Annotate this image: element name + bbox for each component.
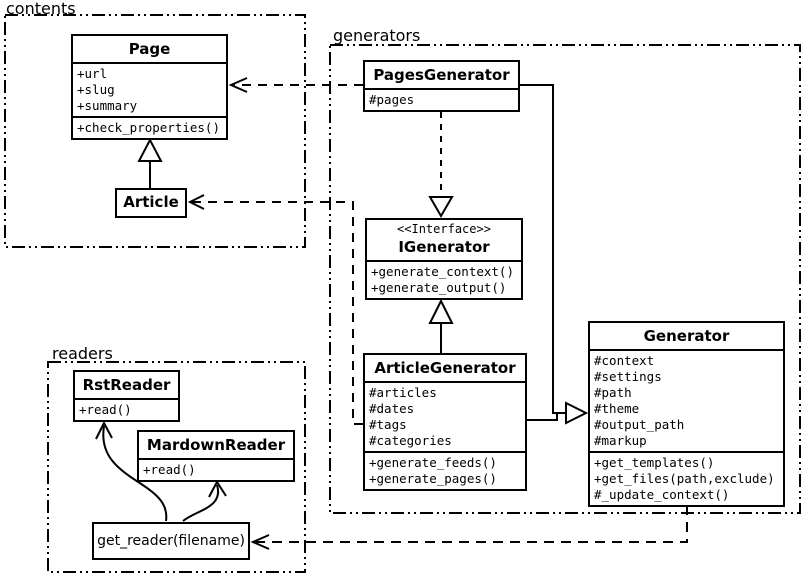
class-markdownreader-methods: +read() (139, 458, 293, 480)
class-generator-attributes: #context #settings #path #theme #output_… (590, 349, 783, 451)
class-page-attributes: +url +slug +summary (73, 62, 226, 116)
class-generator: Generator #context #settings #path #them… (588, 321, 785, 507)
method: +generate_output() (371, 280, 507, 295)
method: +check_properties() (77, 120, 220, 135)
attribute: #theme (594, 401, 640, 416)
class-igenerator-methods: +generate_context() +generate_output() (367, 260, 521, 298)
package-contents-label: contents (6, 0, 76, 18)
class-articlegenerator-title: ArticleGenerator (374, 359, 516, 377)
class-igenerator-title: IGenerator (398, 238, 490, 256)
class-igenerator-header: <<Interface>> IGenerator (367, 220, 521, 260)
edge-article-page (137, 137, 163, 189)
package-contents-border (4, 14, 306, 248)
attribute: #markup (594, 433, 647, 448)
edge-pagesgenerator-igenerator (428, 112, 454, 218)
attribute: #output_path (594, 417, 685, 432)
class-page-title: Page (128, 40, 171, 58)
attribute: #pages (369, 92, 415, 107)
edge-articlegenerator-igenerator (428, 298, 454, 353)
edge-articlegenerator-article (187, 194, 363, 425)
method: +get_files(path,exclude) (594, 471, 775, 486)
attribute: #categories (369, 433, 452, 448)
class-articlegenerator-attributes: #articles #dates #tags #categories (365, 381, 525, 451)
attribute: +slug (77, 82, 115, 97)
attribute: #context (594, 353, 655, 368)
class-rstreader: RstReader +read() (73, 370, 180, 422)
attribute: #tags (369, 417, 407, 432)
edge-pagesgenerator-page (228, 77, 363, 93)
function-get-reader: get_reader(filename) (92, 522, 250, 560)
class-igenerator: <<Interface>> IGenerator +generate_conte… (365, 218, 523, 300)
class-generator-title: Generator (643, 327, 730, 345)
package-generators-label: generators (333, 26, 421, 45)
attribute: +url (77, 66, 108, 81)
attribute: #articles (369, 385, 437, 400)
class-article: Article (115, 188, 187, 218)
class-page: Page +url +slug +summary +check_properti… (71, 34, 228, 140)
package-readers-label: readers (52, 344, 113, 363)
attribute: #settings (594, 369, 662, 384)
edge-generator-getreader (250, 505, 688, 550)
method: +generate_pages() (369, 471, 497, 486)
class-articlegenerator: ArticleGenerator #articles #dates #tags … (363, 353, 527, 491)
edge-getreader-markdownreader (182, 480, 227, 522)
class-pagesgenerator-attributes: #pages (365, 88, 518, 110)
package-generators-border (329, 44, 801, 514)
method: +read() (79, 402, 132, 417)
class-page-methods: +check_properties() (73, 116, 226, 138)
class-pagesgenerator: PagesGenerator #pages (363, 60, 520, 112)
edge-generators-generator (520, 84, 589, 425)
attribute: +summary (77, 98, 138, 113)
method: +read() (143, 462, 196, 477)
class-markdownreader: MardownReader +read() (137, 430, 295, 482)
class-generator-methods: +get_templates() +get_files(path,exclude… (590, 451, 783, 505)
method: #_update_context() (594, 487, 730, 502)
package-readers-border (47, 361, 306, 573)
class-markdownreader-title: MardownReader (146, 436, 286, 454)
method: +generate_feeds() (369, 455, 497, 470)
class-pagesgenerator-title: PagesGenerator (373, 66, 510, 84)
class-article-title: Article (123, 193, 179, 211)
method: +get_templates() (594, 455, 715, 470)
edge-getreader-rstreader (95, 420, 168, 522)
class-rstreader-methods: +read() (75, 398, 178, 420)
method: +generate_context() (371, 264, 514, 279)
class-igenerator-stereotype: <<Interface>> (397, 222, 491, 236)
class-articlegenerator-methods: +generate_feeds() +generate_pages() (365, 451, 525, 489)
attribute: #path (594, 385, 632, 400)
attribute: #dates (369, 401, 415, 416)
class-rstreader-title: RstReader (82, 376, 171, 394)
